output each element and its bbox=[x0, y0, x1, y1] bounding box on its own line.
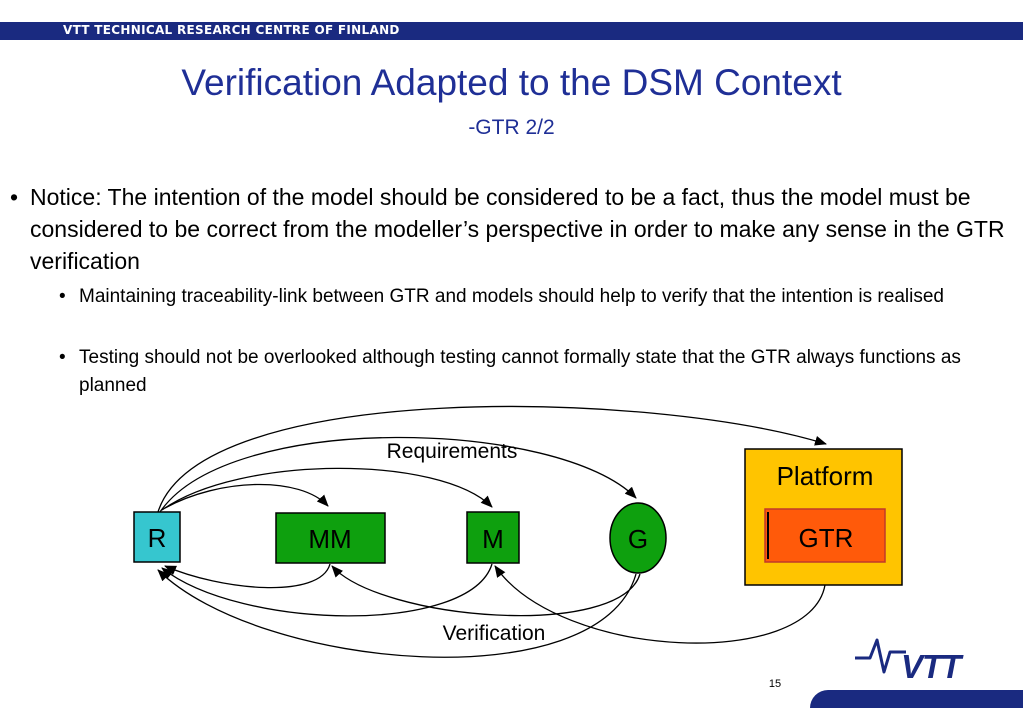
logo-text: VTT bbox=[901, 648, 964, 685]
header-bar: VTT TECHNICAL RESEARCH CENTRE OF FINLAND bbox=[0, 22, 1023, 40]
logo-wave-icon bbox=[855, 638, 906, 674]
bullet-main-text: Notice: The intention of the model shoul… bbox=[30, 184, 1005, 274]
node-gtr-label: GTR bbox=[799, 523, 854, 553]
node-m: M bbox=[466, 511, 520, 564]
node-r: R bbox=[133, 511, 181, 563]
node-platform: Platform GTR bbox=[744, 448, 903, 586]
edge-gtr-to-m bbox=[494, 565, 826, 644]
sub-bullet-glyph: • bbox=[59, 347, 66, 368]
bullet-main: • Notice: The intention of the model sho… bbox=[10, 181, 1010, 277]
node-r-label: R bbox=[148, 523, 167, 553]
edge-g-to-r bbox=[157, 569, 637, 658]
org-name: VTT TECHNICAL RESEARCH CENTRE OF FINLAND bbox=[63, 23, 400, 37]
edge-r-to-g bbox=[159, 436, 637, 513]
label-verification: Verification bbox=[443, 622, 546, 645]
vtt-logo: VTT bbox=[855, 638, 965, 685]
node-mm: MM bbox=[275, 512, 386, 564]
node-platform-label: Platform bbox=[777, 461, 874, 491]
slide-subtitle: -GTR 2/2 bbox=[468, 116, 555, 139]
page-number: 15 bbox=[768, 678, 782, 690]
footer-bar bbox=[810, 690, 1023, 708]
bullet-glyph: • bbox=[10, 184, 19, 210]
node-m-label: M bbox=[482, 524, 504, 554]
node-g: G bbox=[609, 502, 667, 574]
node-g-label: G bbox=[628, 524, 648, 554]
sub-bullet-2: • Testing should not be overlooked altho… bbox=[59, 344, 989, 400]
edge-m-to-r bbox=[161, 563, 493, 617]
edge-r-to-mm bbox=[164, 483, 329, 509]
sub-bullet-2-text: Testing should not be overlooked althoug… bbox=[79, 347, 961, 396]
edge-g-to-mm bbox=[331, 565, 641, 617]
node-mm-label: MM bbox=[308, 524, 351, 554]
label-requirements: Requirements bbox=[387, 440, 518, 463]
edge-r-to-platform bbox=[157, 405, 827, 513]
sub-bullet-glyph: • bbox=[59, 286, 66, 307]
edge-mm-to-r bbox=[164, 563, 331, 589]
slide-title: Verification Adapted to the DSM Context bbox=[181, 62, 842, 103]
edge-r-to-m bbox=[161, 467, 493, 511]
sub-bullet-1-text: Maintaining traceability-link between GT… bbox=[79, 286, 944, 307]
sub-bullet-1: • Maintaining traceability-link between … bbox=[59, 283, 989, 311]
